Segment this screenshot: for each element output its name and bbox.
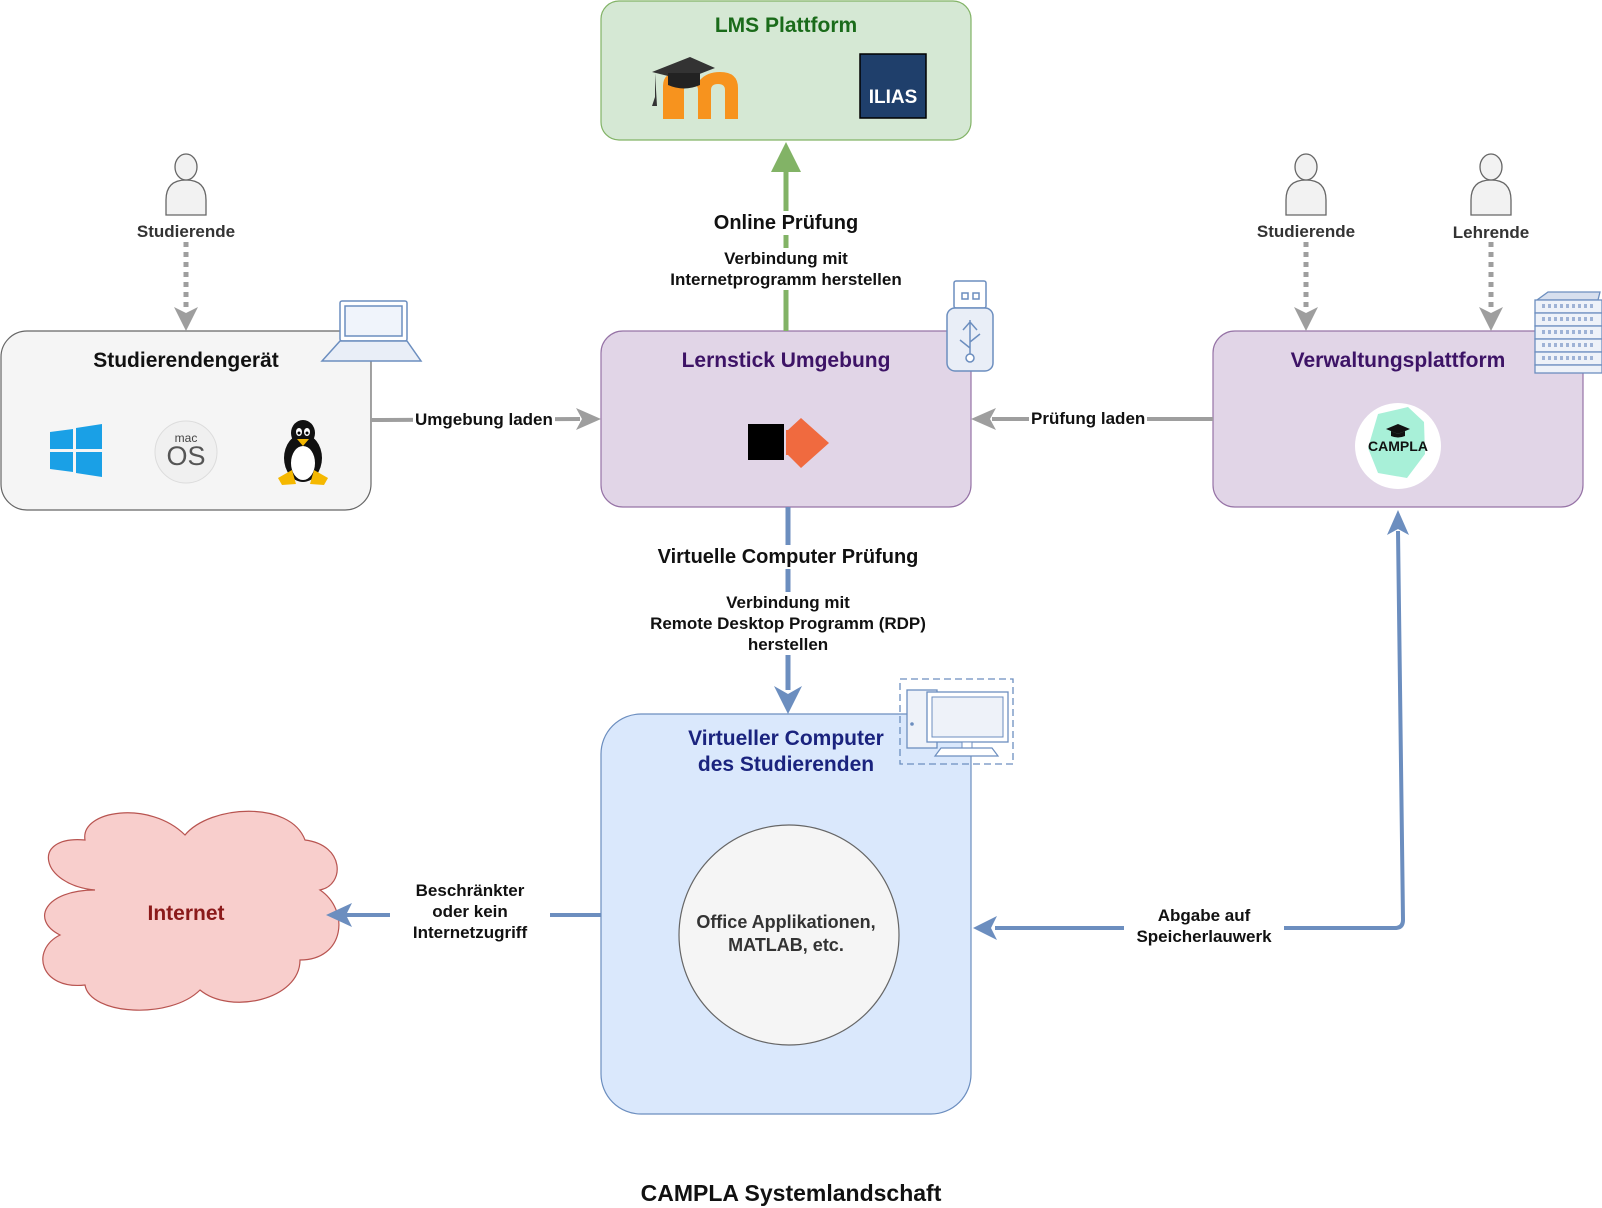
edge-label-online-sub-line1: Verbindung mit xyxy=(636,248,936,269)
virtual-desktop-icon xyxy=(899,678,1014,765)
vm-title-line1: Virtueller Computer xyxy=(688,727,884,750)
laptop-icon xyxy=(320,300,423,362)
internet-title: Internet xyxy=(147,902,225,925)
edge-lernstick-vm-arrowhead xyxy=(774,686,802,714)
device-node: Studierendengerät mac OS xyxy=(1,331,371,510)
edge-verwaltung-lernstick-arrowhead xyxy=(971,408,996,430)
edge-teacher-verwaltung-arrowhead xyxy=(1479,307,1503,331)
moodle-logo xyxy=(652,57,738,119)
verwaltung-title: Verwaltungsplattform xyxy=(1290,349,1506,372)
actor-label-teacher: Lehrende xyxy=(1452,223,1530,242)
edge-student-device-arrowhead xyxy=(174,307,198,331)
actor-label-right-student: Studierende xyxy=(1256,222,1356,241)
actor-label-left-student: Studierende xyxy=(136,222,236,241)
edge-label-rdp-line3: herstellen xyxy=(618,634,958,655)
campla-logo xyxy=(1355,403,1441,489)
lms-title: LMS Plattform xyxy=(714,14,858,37)
vm-node: Virtueller Computer des Studierenden Off… xyxy=(601,714,971,1114)
usb-stick-icon xyxy=(946,280,994,372)
vm-inner-line1: Office Applikationen, xyxy=(696,912,876,932)
macos-logo xyxy=(154,420,218,484)
person-icon xyxy=(1285,153,1327,216)
lernstick-node: Lernstick Umgebung xyxy=(601,331,971,507)
edge-label-online-pruefung: Online Prüfung xyxy=(636,211,936,235)
verwaltung-node: Verwaltungsplattform CAMPLA xyxy=(1213,331,1583,507)
lernstick-title: Lernstick Umgebung xyxy=(681,349,891,372)
edge-label-internet-line2: oder kein xyxy=(390,901,550,922)
macos-logo-text-small: mac xyxy=(174,431,198,445)
vm-inner-line2: MATLAB, etc. xyxy=(728,935,844,955)
internet-cloud[interactable] xyxy=(42,810,340,1011)
lernstick-logo xyxy=(748,418,829,468)
edge-label-internet-line1: Beschränkter xyxy=(390,880,550,901)
campla-logo-text: CAMPLA xyxy=(1368,438,1428,454)
edge-label-rdp-line1: Verbindung mit xyxy=(618,592,958,613)
linux-tux-logo xyxy=(278,420,328,485)
edge-label-umgebung-laden: Umgebung laden xyxy=(413,409,555,430)
person-icon xyxy=(165,153,207,216)
vm-inner-circle xyxy=(678,824,900,1046)
edge-verwaltung-vm-arrowhead-left xyxy=(973,916,997,940)
edge-device-lernstick-arrowhead xyxy=(576,408,601,430)
vm-title-line2: des Studierenden xyxy=(697,753,875,776)
ilias-logo xyxy=(859,53,927,119)
edge-vm-internet-arrowhead xyxy=(326,903,352,927)
edge-label-virtuelle-pruefung: Virtuelle Computer Prüfung xyxy=(638,545,938,569)
edge-label-rdp-line2: Remote Desktop Programm (RDP) xyxy=(618,613,958,634)
edge-label-pruefung-laden: Prüfung laden xyxy=(1029,408,1148,429)
edge-label-internet-line3: Internetzugriff xyxy=(390,922,550,943)
edge-verwaltung-vm-arrowhead-up xyxy=(1387,510,1409,535)
macos-logo-text-big: OS xyxy=(166,441,206,471)
ilias-logo-text: ILIAS xyxy=(868,87,918,108)
diagram-caption: CAMPLA Systemlandschaft xyxy=(640,1180,942,1206)
edge-label-abgabe-line1: Abgabe auf xyxy=(1124,905,1284,926)
edge-label-abgabe-line2: Speicherlauwerk xyxy=(1124,926,1284,947)
server-icon xyxy=(1534,291,1602,374)
lms-node: LMS Plattform ILIAS xyxy=(601,1,971,140)
edge-verwaltung-vm xyxy=(995,530,1406,930)
windows-logo xyxy=(50,424,102,477)
person-icon xyxy=(1470,153,1512,216)
edge-lernstick-lms-arrowhead xyxy=(771,142,801,172)
device-title: Studierendengerät xyxy=(93,349,279,372)
edge-label-online-sub-line2: Internetprogramm herstellen xyxy=(636,269,936,290)
edge-student-verwaltung-arrowhead xyxy=(1294,307,1318,331)
